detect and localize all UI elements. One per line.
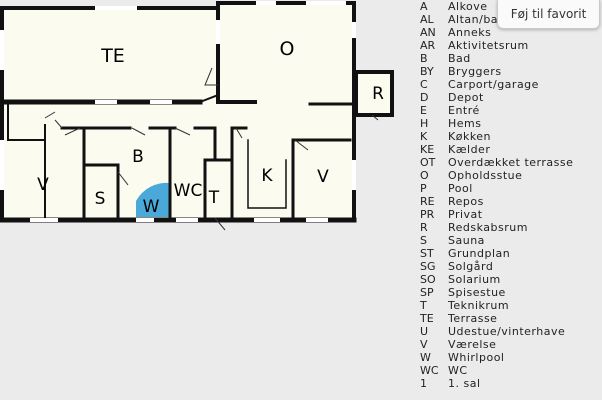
legend-code: AL xyxy=(420,13,434,26)
doors xyxy=(44,67,379,231)
legend-code: O xyxy=(420,169,429,182)
legend-label: Solgård xyxy=(448,260,494,273)
legend-label: Værelse xyxy=(448,338,497,351)
floor-plan: TE O R B V S W WC T K V xyxy=(0,1,394,231)
legend-label: Udestue/vinterhave xyxy=(448,325,566,338)
legend-label: Aktivitetsrum xyxy=(448,39,529,52)
room-label-k: K xyxy=(261,166,273,186)
legend-code: 1 xyxy=(420,377,427,390)
legend-code: H xyxy=(420,117,429,130)
legend-code: V xyxy=(420,338,428,351)
room-label-o: O xyxy=(280,38,295,60)
legend-code: D xyxy=(420,91,429,104)
legend-label: Overdækket terrasse xyxy=(448,156,574,169)
legend-code: P xyxy=(420,182,427,195)
legend-label: Carport/garage xyxy=(448,78,539,91)
legend-code: TE xyxy=(420,312,434,325)
legend-label: Redskabsrum xyxy=(448,221,528,234)
legend-code: R xyxy=(420,221,428,234)
room-label-wc: WC xyxy=(174,181,203,201)
legend-label: Spisestue xyxy=(448,286,506,299)
legend-label: Teknikrum xyxy=(448,299,510,312)
legend-label: Bryggers xyxy=(448,65,502,78)
legend-code: U xyxy=(420,325,429,338)
legend-code: K xyxy=(420,130,428,143)
legend-code: BY xyxy=(420,65,434,78)
room-label-te: TE xyxy=(100,45,125,67)
legend-code: RE xyxy=(420,195,435,208)
legend-code: SP xyxy=(420,286,434,299)
legend-label: 1. sal xyxy=(448,377,481,390)
floor-areas xyxy=(0,3,390,218)
legend-label: Køkken xyxy=(448,130,492,143)
room-label-s: S xyxy=(95,189,106,209)
legend-label: Entré xyxy=(448,104,480,117)
legend-code: AN xyxy=(420,26,436,39)
whirlpool-shape xyxy=(136,182,170,217)
legend-code: B xyxy=(420,52,428,65)
legend-label: Kælder xyxy=(448,143,491,156)
legend-label: Depot xyxy=(448,91,484,104)
room-label-r: R xyxy=(372,84,384,104)
legend-label: Repos xyxy=(448,195,484,208)
add-favorite-button[interactable]: Føj til favorit xyxy=(497,0,600,29)
legend-label: Hems xyxy=(448,117,482,130)
legend-label: WC xyxy=(448,364,468,377)
legend-label: Anneks xyxy=(448,26,492,39)
legend-label: Sauna xyxy=(448,234,485,247)
room-label-v-left: V xyxy=(37,175,49,195)
legend-label: Bad xyxy=(448,52,471,65)
legend-code: PR xyxy=(420,208,435,221)
legend-code: SG xyxy=(420,260,436,273)
legend-code: OT xyxy=(420,156,436,169)
room-label-v-right: V xyxy=(317,167,329,187)
legend-label: Pool xyxy=(448,182,473,195)
legend-code: C xyxy=(420,78,428,91)
legend-label: Solarium xyxy=(448,273,501,286)
legend-label: Grundplan xyxy=(448,247,511,260)
legend-label: Terrasse xyxy=(448,312,498,325)
legend-label: Whirlpool xyxy=(448,351,505,364)
room-labels: TE O R B V S W WC T K V xyxy=(37,38,384,217)
legend-code: ST xyxy=(420,247,434,260)
windows xyxy=(0,1,356,222)
legend-code: T xyxy=(420,299,427,312)
legend-code: AR xyxy=(420,39,436,52)
legend-label: Opholdsstue xyxy=(448,169,523,182)
room-label-t: T xyxy=(208,188,220,208)
legend-code: E xyxy=(420,104,427,117)
legend-code: WC xyxy=(420,364,439,377)
legend-code: KE xyxy=(420,143,435,156)
legend-code: A xyxy=(420,0,428,13)
legend-label: Privat xyxy=(448,208,483,221)
room-label-w: W xyxy=(143,197,160,217)
legend-code: W xyxy=(420,351,431,364)
legend-label: Alkove xyxy=(448,0,488,13)
room-label-b: B xyxy=(132,147,144,167)
legend-code: SO xyxy=(420,273,436,286)
legend-code: S xyxy=(420,234,427,247)
